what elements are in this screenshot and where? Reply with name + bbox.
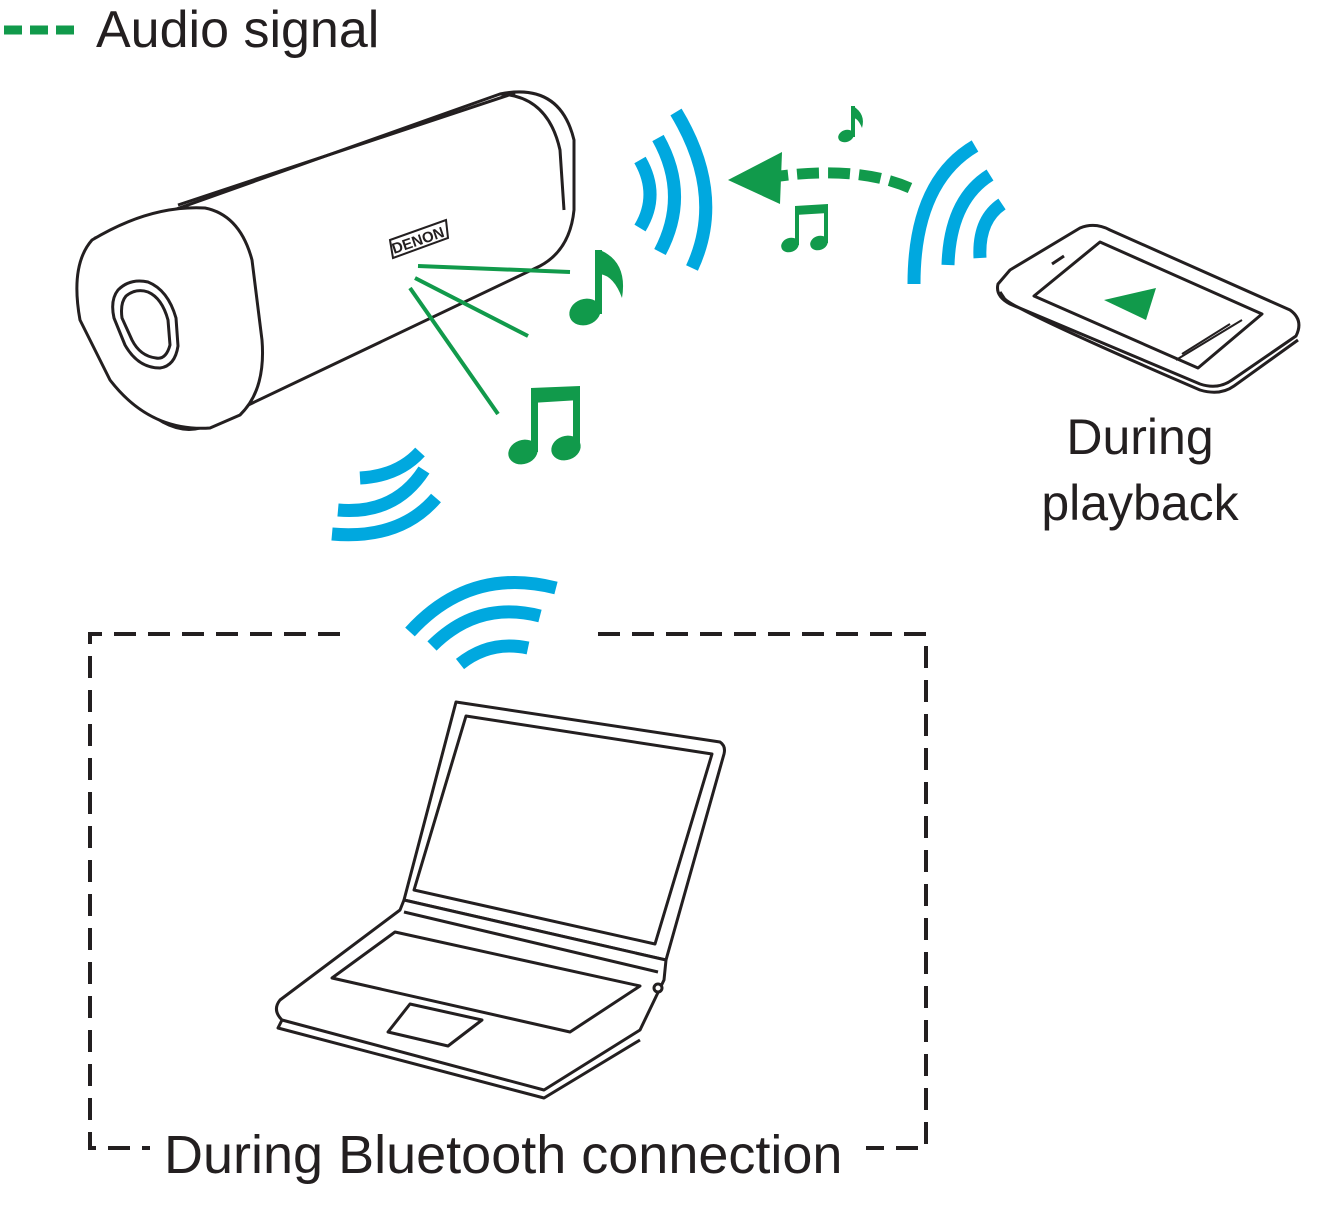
laptop-touchpad xyxy=(386,1002,484,1048)
beamed-notes-icon xyxy=(508,386,581,465)
phone-caption-line1: During xyxy=(1066,409,1214,465)
phone-caption-line2: playback xyxy=(1041,475,1239,531)
bluetooth-connection-frame xyxy=(88,632,928,1150)
play-icon xyxy=(1104,288,1156,320)
laptop xyxy=(275,700,726,1100)
phone-caption: During playback xyxy=(1020,404,1260,536)
speaker-body-edge xyxy=(177,91,516,207)
phone-wireless-waves xyxy=(907,140,1006,285)
laptop-keyboard xyxy=(330,930,642,1034)
bluetooth-connection-caption: During Bluetooth connection xyxy=(160,1128,847,1182)
speaker xyxy=(75,90,576,431)
legend-label: Audio signal xyxy=(96,1,380,59)
beamed-notes-small-icon xyxy=(781,204,828,253)
speaker-top-ridge xyxy=(499,92,566,211)
laptop-screen xyxy=(412,714,714,946)
laptop-wireless-waves xyxy=(331,447,558,670)
music-note-icon xyxy=(569,250,624,326)
audio-signal-arrow xyxy=(728,152,913,204)
music-note-small-icon xyxy=(838,106,863,143)
speaker-wireless-waves xyxy=(634,108,713,271)
speaker-sound-lines xyxy=(408,264,571,416)
